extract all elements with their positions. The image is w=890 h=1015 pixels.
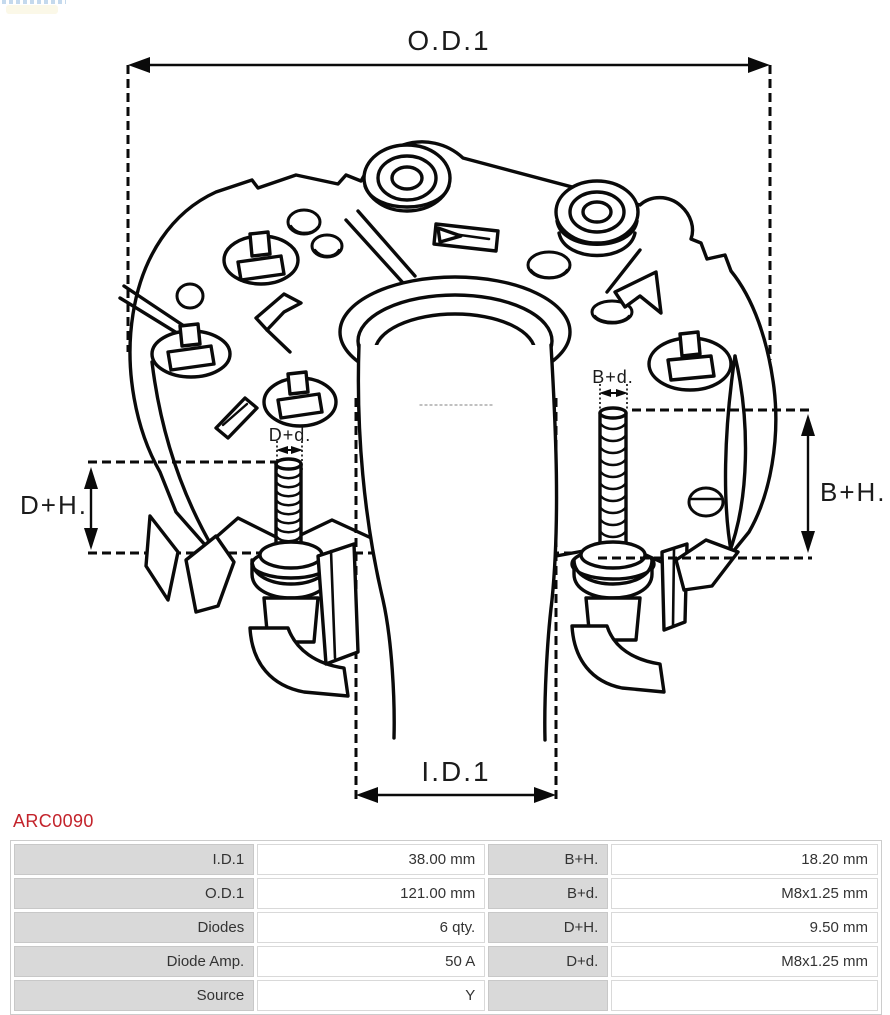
table-row: Diodes 6 qty. D+H. 9.50 mm	[14, 912, 878, 943]
bh-label: B+H.	[820, 477, 887, 507]
slot-cutout	[432, 222, 500, 253]
dd-dimension: D+d.	[269, 425, 312, 470]
spec-label-cell	[488, 980, 609, 1011]
spec-label-cell: B+d.	[488, 878, 609, 909]
diode-pads	[150, 230, 733, 428]
arrow-cutouts	[214, 270, 663, 440]
table-row: O.D.1 121.00 mm B+d. M8x1.25 mm	[14, 878, 878, 909]
bd-label: B+d.	[592, 367, 634, 387]
table-row: Source Y	[14, 980, 878, 1011]
table-row: I.D.1 38.00 mm B+H. 18.20 mm	[14, 844, 878, 875]
dh-dimension: D+H.	[20, 467, 98, 550]
spec-value-cell: 50 A	[257, 946, 486, 977]
stud-left	[250, 457, 332, 580]
spec-value-cell: M8x1.25 mm	[611, 946, 878, 977]
terminal-ring-left	[362, 143, 452, 213]
spec-value-cell: 38.00 mm	[257, 844, 486, 875]
terminal-ring-right	[554, 179, 640, 258]
spec-label-cell: D+H.	[488, 912, 609, 943]
spec-label-cell: Source	[14, 980, 255, 1011]
spec-label-cell: Diodes	[14, 912, 255, 943]
spec-label-cell: B+H.	[488, 844, 609, 875]
od1-dimension: O.D.1	[126, 25, 772, 360]
spec-value-cell: 121.00 mm	[257, 878, 486, 909]
spec-value-cell: 9.50 mm	[611, 912, 878, 943]
spec-value-cell: 18.20 mm	[611, 844, 878, 875]
bh-dimension: B+H.	[598, 408, 887, 560]
id1-dimension: I.D.1	[356, 756, 556, 803]
od1-label: O.D.1	[407, 25, 490, 56]
center-bore-tube	[356, 343, 559, 742]
spec-value-cell: M8x1.25 mm	[611, 878, 878, 909]
logo-smudge	[6, 5, 58, 14]
bd-dimension: B+d.	[592, 367, 634, 410]
part-number-link[interactable]: ARC0090	[13, 811, 94, 831]
dh-label: D+H.	[20, 490, 88, 520]
spec-table: I.D.1 38.00 mm B+H. 18.20 mm O.D.1 121.0…	[10, 840, 882, 1015]
spec-value-cell: 6 qty.	[257, 912, 486, 943]
dd-label: D+d.	[269, 425, 312, 445]
spec-label-cell: D+d.	[488, 946, 609, 977]
spec-value-cell: Y	[257, 980, 486, 1011]
stud-right	[570, 406, 656, 581]
technical-drawing: O.D.1 I.D.1 D+H. D+d.	[20, 25, 887, 803]
id1-label: I.D.1	[421, 756, 490, 787]
vent-holes	[175, 208, 725, 518]
table-row: Diode Amp. 50 A D+d. M8x1.25 mm	[14, 946, 878, 977]
mounting-brackets	[144, 514, 740, 698]
spec-value-cell	[611, 980, 878, 1011]
spec-label-cell: Diode Amp.	[14, 946, 255, 977]
spec-label-cell: I.D.1	[14, 844, 255, 875]
spec-label-cell: O.D.1	[14, 878, 255, 909]
logo-fragment	[2, 0, 66, 4]
